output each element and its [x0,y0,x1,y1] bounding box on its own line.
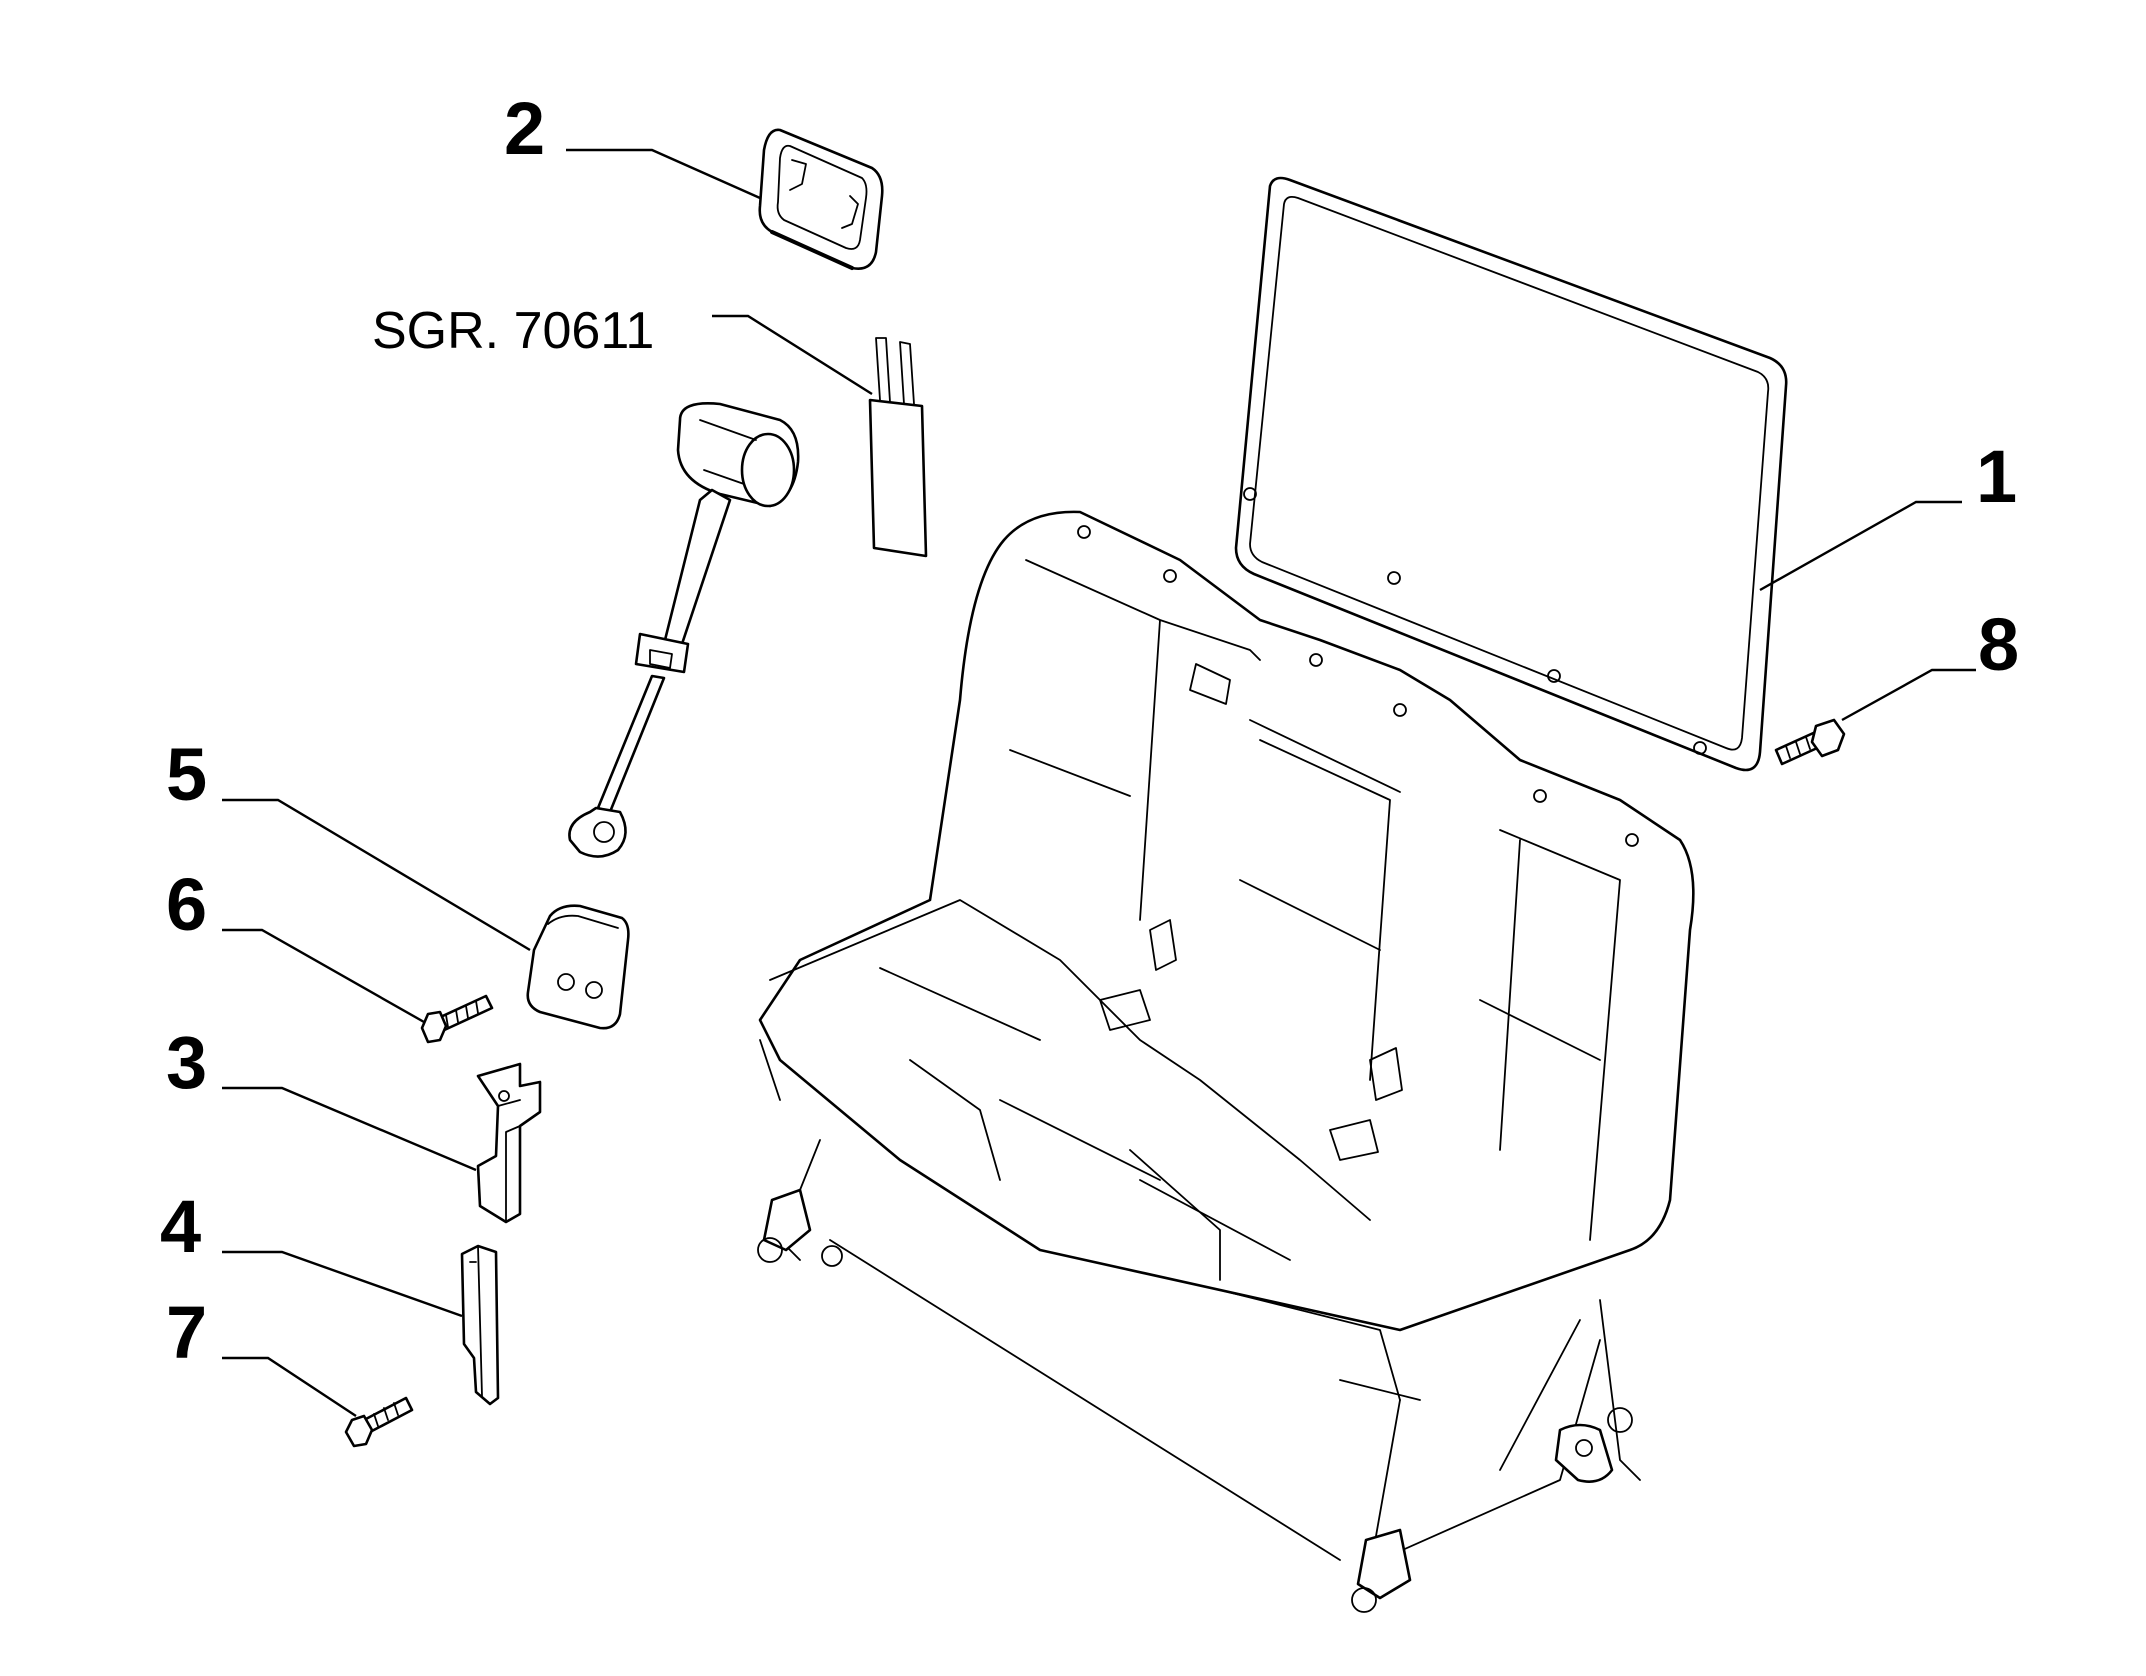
leader-5 [222,798,531,952]
belt-label-tag [868,337,928,558]
part-2-trim-cap [758,128,884,270]
leader-8 [1841,668,1976,722]
part-3-bracket [476,1062,542,1224]
part-5-buckle-cover [526,904,630,1030]
seat-belt-assembly [568,402,800,858]
leader-sgr [712,314,873,396]
callout-3: 3 [166,1021,207,1104]
leader-2 [566,148,761,200]
part-7-bolt [344,1396,414,1448]
callout-5: 5 [166,733,207,816]
leader-6 [222,928,425,1024]
callout-1: 1 [1976,435,2017,518]
part-4-bracket [460,1244,500,1406]
callout-4: 4 [160,1185,201,1268]
callout-2: 2 [504,87,545,170]
callout-7: 7 [166,1291,207,1374]
callout-6: 6 [166,863,207,946]
part-6-bolt [420,994,494,1044]
leader-7 [222,1356,357,1418]
part-8-bolt [1774,718,1846,766]
reference-label: SGR. 70611 [372,302,654,360]
callout-8: 8 [1978,603,2019,686]
bench-seat [757,510,1695,1613]
part-1-backrest-panel [1234,176,1788,772]
leader-3 [222,1086,477,1172]
leader-1 [1759,500,1962,592]
leader-4 [222,1250,463,1318]
leader-lines [222,148,1976,1418]
callout-labels: 1 2 3 4 5 6 7 8 SGR. 70611 [160,87,2019,1374]
